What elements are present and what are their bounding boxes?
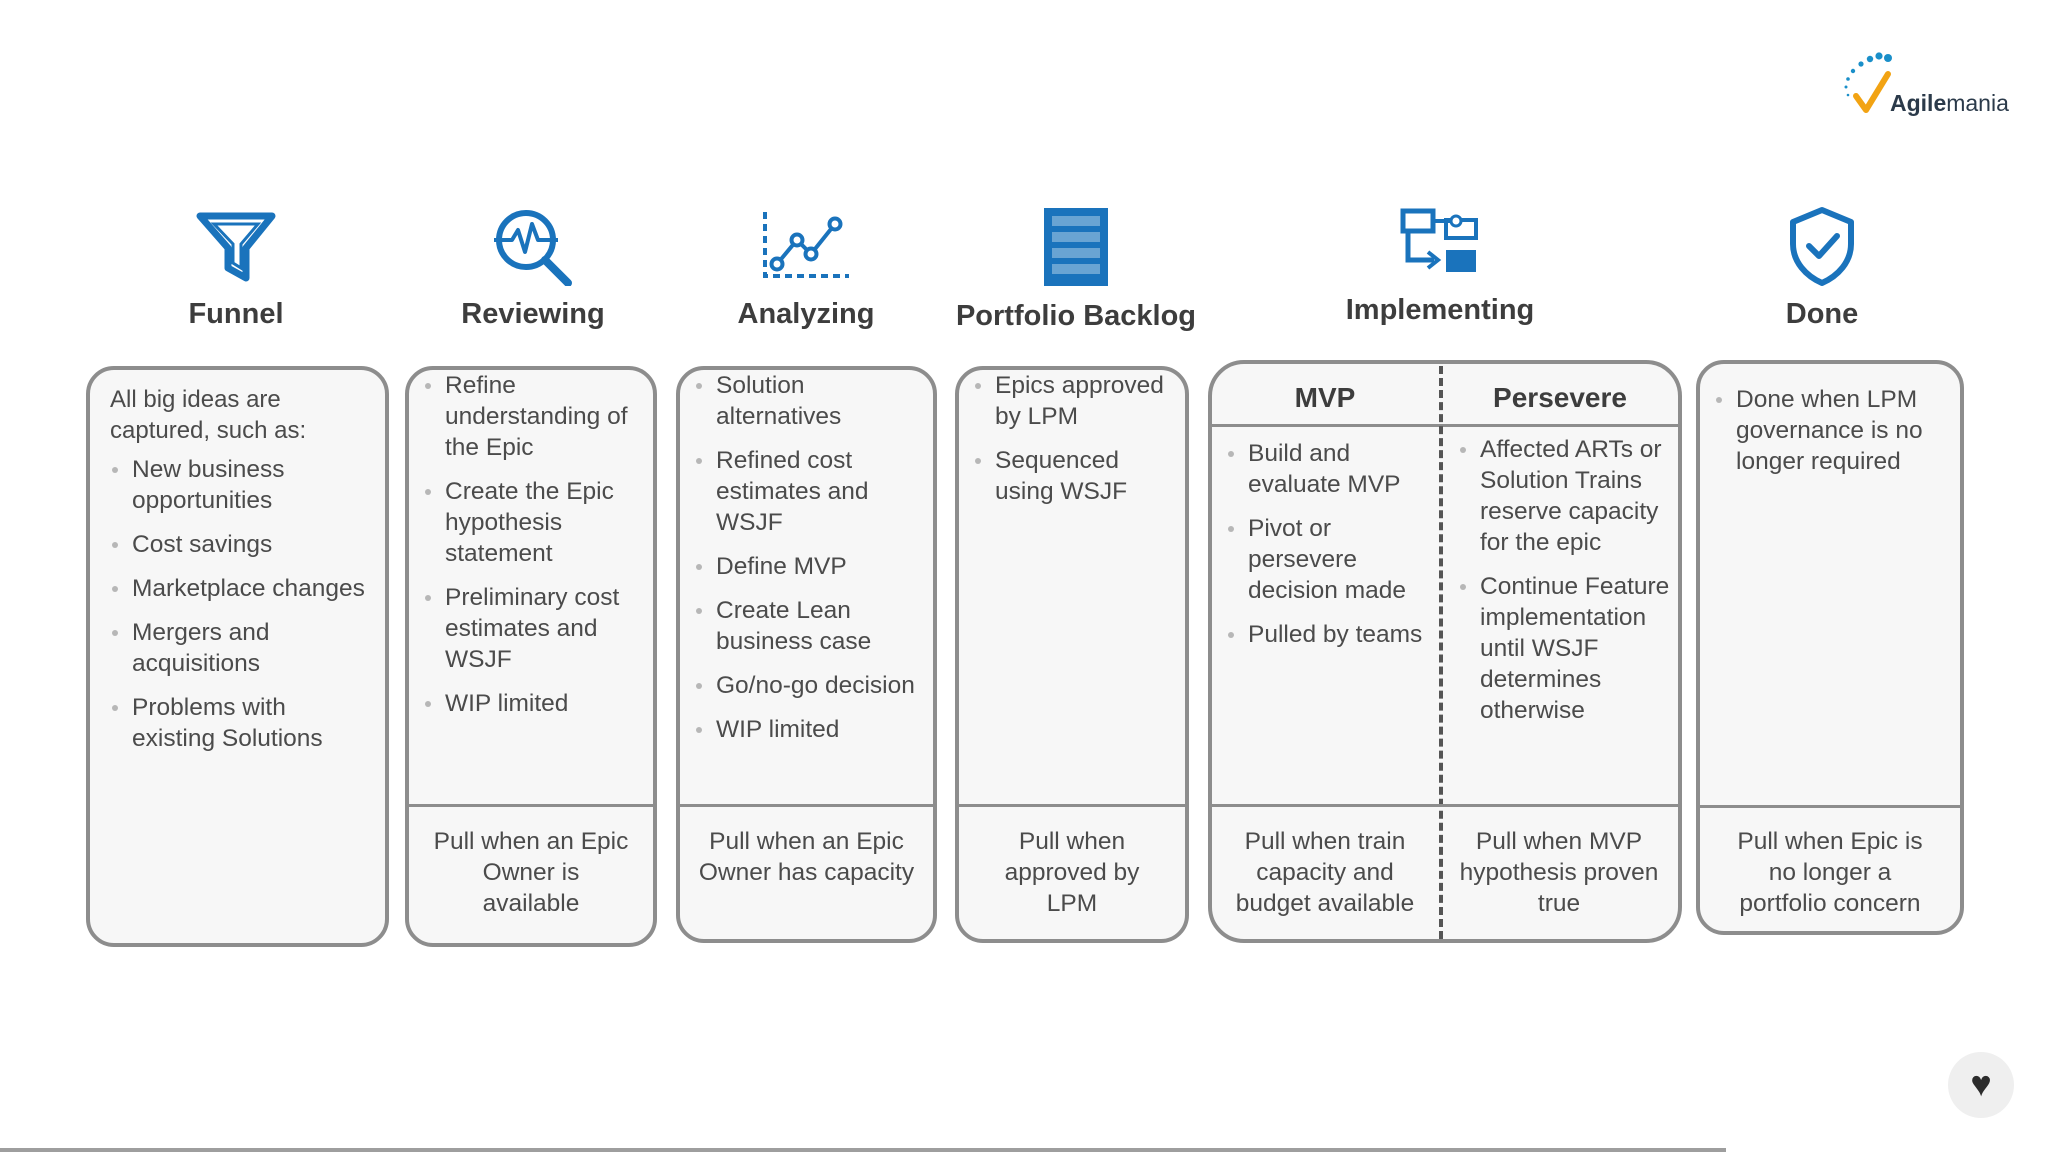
stage-title-backlog: Portfolio Backlog xyxy=(955,300,1197,332)
list-item: Go/no-go decision xyxy=(694,670,927,701)
pull-condition: Pull when an Epic Owner is available xyxy=(433,828,629,917)
analyzing-list: Solution alternatives Refined cost estim… xyxy=(680,370,933,745)
list-item: Create Lean business case xyxy=(694,595,927,657)
list-item: Create the Epic hypothesis statement xyxy=(423,476,645,569)
pull-divider xyxy=(959,804,1185,807)
list-item: Build and evaluate MVP xyxy=(1226,438,1434,500)
list-item: Problems with existing Solutions xyxy=(110,692,371,754)
list-item: Define MVP xyxy=(694,551,927,582)
backlog-list: Epics approved by LPM Sequenced using WS… xyxy=(959,370,1185,507)
stage-header-reviewing: Reviewing xyxy=(433,206,633,331)
done-list: Done when LPM governance is no longer re… xyxy=(1700,364,1960,477)
column-header-divider xyxy=(1212,424,1678,427)
list-item: Solution alternatives xyxy=(694,370,927,432)
list-item: Marketplace changes xyxy=(110,573,371,604)
stage-box-implementing: MVP Persevere Build and evaluate MVP Piv… xyxy=(1208,360,1682,943)
pull-condition: Pull when approved by LPM xyxy=(1004,828,1140,917)
shield-check-icon xyxy=(1790,207,1854,286)
list-item: Epics approved by LPM xyxy=(973,370,1177,432)
process-flow-icon xyxy=(1400,208,1478,272)
mvp-list: Build and evaluate MVP Pivot or persever… xyxy=(1212,438,1438,663)
persevere-heading: Persevere xyxy=(1493,382,1627,413)
stage-title-done: Done xyxy=(1785,298,1859,330)
logo-wordmark: Agilemania xyxy=(1890,90,2009,116)
pull-condition: Pull when an Epic Owner has capacity xyxy=(698,828,915,886)
reviewing-list: Refine understanding of the Epic Create … xyxy=(409,370,653,719)
stage-box-backlog: Epics approved by LPM Sequenced using WS… xyxy=(955,366,1189,943)
stage-header-analyzing: Analyzing xyxy=(706,206,906,331)
stage-header-done: Done xyxy=(1722,206,1922,331)
logo-mark-icon xyxy=(1844,52,1892,113)
stacked-list-icon xyxy=(1044,208,1108,286)
persevere-list: Affected ARTs or Solution Trains reserve… xyxy=(1444,434,1674,739)
stage-box-reviewing: Refine understanding of the Epic Create … xyxy=(405,366,657,947)
list-item: New business opportunities xyxy=(110,454,371,516)
stage-title-analyzing: Analyzing xyxy=(737,298,875,330)
pull-divider xyxy=(1700,805,1960,808)
list-item: Continue Feature implementation until WS… xyxy=(1458,571,1670,726)
agilemania-logo: Agilemania xyxy=(1838,50,2018,130)
pull-condition-mvp: Pull when train capacity and budget avai… xyxy=(1235,828,1415,917)
list-item: Affected ARTs or Solution Trains reserve… xyxy=(1458,434,1670,558)
stage-box-funnel: All big ideas are captured, such as: New… xyxy=(86,366,389,947)
list-item: Pulled by teams xyxy=(1226,619,1434,650)
list-item: Refined cost estimates and WSJF xyxy=(694,445,927,538)
stage-box-analyzing: Solution alternatives Refined cost estim… xyxy=(676,366,937,943)
stage-title-funnel: Funnel xyxy=(188,298,284,330)
list-item: Done when LPM governance is no longer re… xyxy=(1714,384,1952,477)
funnel-intro: All big ideas are captured, such as: xyxy=(110,386,307,444)
list-item: Preliminary cost estimates and WSJF xyxy=(423,582,645,675)
list-item: Cost savings xyxy=(110,529,371,560)
list-item: Pivot or persevere decision made xyxy=(1226,513,1434,606)
heart-icon: ♥ xyxy=(1970,1063,1992,1104)
funnel-list: New business opportunities Cost savings … xyxy=(90,454,385,754)
stage-header-funnel: Funnel xyxy=(136,206,336,331)
list-item: WIP limited xyxy=(694,714,927,745)
column-separator xyxy=(1439,366,1443,939)
funnel-icon xyxy=(196,212,276,282)
favorite-button[interactable]: ♥ xyxy=(1948,1052,2014,1118)
list-item: Mergers and acquisitions xyxy=(110,617,371,679)
mvp-heading: MVP xyxy=(1294,382,1356,413)
pull-divider xyxy=(680,804,933,807)
stage-header-backlog: Portfolio Backlog xyxy=(936,206,1216,333)
list-item: WIP limited xyxy=(423,688,645,719)
stage-title-reviewing: Reviewing xyxy=(461,298,605,330)
list-item: Sequenced using WSJF xyxy=(973,445,1177,507)
stage-header-implementing: Implementing xyxy=(1300,206,1580,327)
pull-divider xyxy=(409,804,653,807)
stage-title-implementing: Implementing xyxy=(1345,294,1535,326)
stage-box-done: Done when LPM governance is no longer re… xyxy=(1696,360,1964,935)
list-item: Refine understanding of the Epic xyxy=(423,370,645,463)
progress-line xyxy=(0,1148,1726,1152)
line-chart-icon xyxy=(763,212,849,278)
magnifier-pulse-icon xyxy=(494,210,572,286)
pull-divider xyxy=(1212,804,1678,807)
pull-condition: Pull when Epic is no longer a portfolio … xyxy=(1737,828,1923,917)
pull-condition-persevere: Pull when MVP hypothesis proven true xyxy=(1459,828,1659,917)
